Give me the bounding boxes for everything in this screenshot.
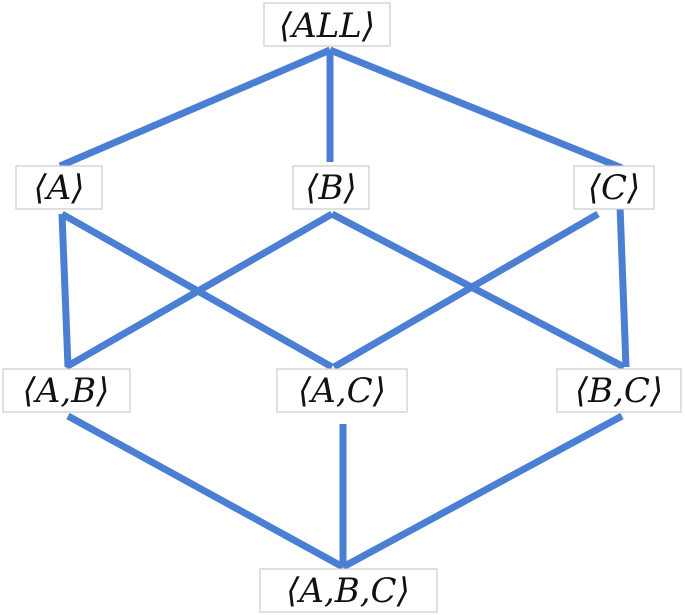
node-ab-box [2, 368, 131, 413]
edge-c-ac [332, 210, 600, 371]
node-a-label: ⟨A⟩ [33, 168, 84, 208]
node-ab-label: ⟨A,B⟩ [23, 371, 110, 411]
node-all: ⟨ALL⟩ [263, 2, 391, 47]
edge-b-ab [64, 210, 334, 371]
node-ac-label: ⟨A,C⟩ [298, 371, 386, 411]
node-c: ⟨C⟩ [573, 165, 655, 210]
node-b-label: ⟨B⟩ [305, 168, 357, 208]
node-b: ⟨B⟩ [292, 165, 370, 210]
node-all-label: ⟨ALL⟩ [279, 6, 375, 46]
node-c-box [573, 165, 655, 210]
node-ac-box [276, 368, 408, 413]
node-b-box [292, 165, 370, 210]
edge-all-a [58, 46, 332, 170]
edges [58, 46, 630, 571]
node-abc: ⟨A,B,C⟩ [259, 568, 438, 613]
node-ac: ⟨A,C⟩ [276, 368, 408, 413]
node-bc-box [556, 368, 682, 413]
edge-all-c [328, 46, 624, 172]
node-all-box [263, 2, 391, 47]
node-c-label: ⟨C⟩ [588, 168, 641, 208]
node-bc: ⟨B,C⟩ [556, 368, 682, 413]
edge-a-ab [58, 213, 72, 368]
edge-c-bc [616, 205, 630, 368]
edge-ab-abc [66, 412, 345, 571]
node-bc-label: ⟨B,C⟩ [575, 371, 663, 411]
node-abc-box [259, 568, 438, 613]
edge-bc-abc [341, 412, 624, 571]
node-abc-label: ⟨A,B,C⟩ [286, 571, 410, 611]
node-a: ⟨A⟩ [15, 165, 103, 210]
node-a-box [15, 165, 103, 210]
edge-b-bc [330, 210, 626, 371]
node-ab: ⟨A,B⟩ [2, 368, 131, 413]
